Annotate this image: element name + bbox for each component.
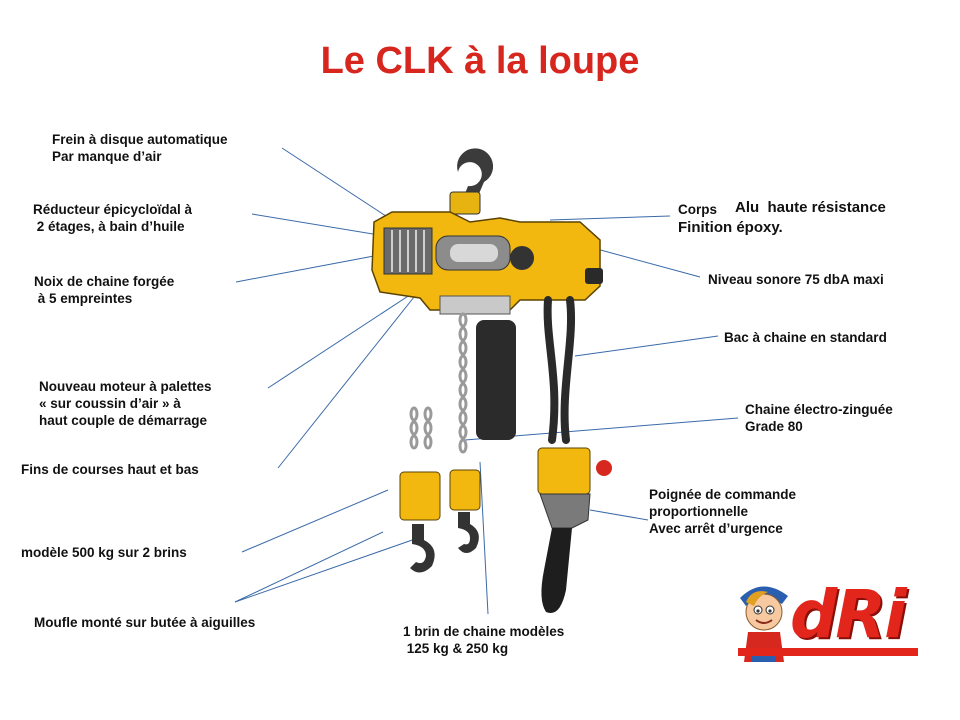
label-noix: Noix de chaine forgée à 5 empreintes (34, 274, 175, 306)
logo-text: dRi (790, 576, 907, 653)
block-two-falls (399, 406, 441, 573)
label-bac-a-chaine: Bac à chaine en standard (724, 330, 887, 345)
label-moufle: Moufle monté sur butée à aiguilles (34, 615, 256, 630)
label-corps-alu: Alu haute résistance (735, 199, 886, 216)
label-un-brin: 1 brin de chaine modèles 125 kg & 250 kg (403, 624, 565, 656)
hoist-body (371, 211, 603, 315)
page-title: Le CLK à la loupe (320, 40, 640, 82)
dri-logo: dRi (728, 578, 928, 668)
label-poignee: Poignée de commande proportionnelle Avec… (649, 487, 797, 536)
leader-lines (234, 147, 739, 615)
label-fins-de-courses: Fins de courses haut et bas (21, 462, 199, 477)
label-modele-500: modèle 500 kg sur 2 brins (21, 545, 187, 560)
label-frein: Frein à disque automatique Par manque d’… (52, 132, 228, 164)
chain-bag (476, 320, 516, 440)
label-niveau-sonore: Niveau sonore 75 dbA maxi (708, 272, 884, 287)
block-one-fall (449, 469, 481, 553)
air-hoses (543, 296, 576, 444)
top-hook (449, 148, 494, 215)
label-corps-finition: Finition époxy. (678, 219, 783, 236)
label-moteur: Nouveau moteur à palettes « sur coussin … (39, 379, 212, 428)
label-corps: Corps (678, 202, 718, 217)
main-chain (458, 312, 468, 454)
label-reducteur: Réducteur épicycloïdal à 2 étages, à bai… (33, 202, 193, 234)
label-chaine: Chaine électro-zinguée Grade 80 (745, 402, 893, 434)
logo-underline (738, 648, 918, 656)
control-handle (537, 447, 612, 614)
